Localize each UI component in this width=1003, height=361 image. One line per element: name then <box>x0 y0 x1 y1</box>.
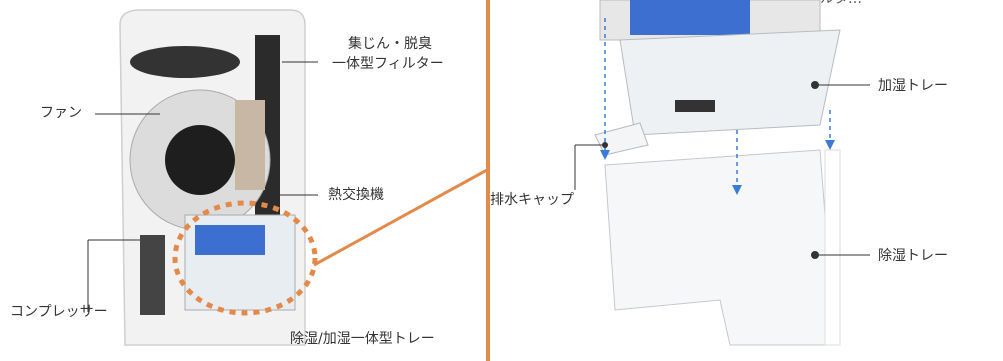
drain-cap-label: 排水キャップ <box>490 192 574 208</box>
filter-label-line1: 集じん・脱臭 <box>348 36 432 52</box>
dehumidify-tray-label: 除湿トレー <box>878 248 948 264</box>
tray-label: 除湿/加湿一体型トレー <box>290 331 435 347</box>
fan-shape <box>165 125 235 195</box>
heat-exchanger-label: 熱交換機 <box>328 187 384 203</box>
compressor-label: コンプレッサー <box>10 304 108 320</box>
filter-panel-shape <box>630 0 750 35</box>
dehumidify-tray-shape <box>604 149 836 346</box>
left-panel: 集じん・脱臭 一体型フィルター ファン 熱交換機 コンプレッサー 除湿/加湿一体… <box>0 0 487 361</box>
panel-divider <box>486 0 490 361</box>
fan-label: ファン <box>40 105 82 121</box>
dehumidifier-cutaway-illustration <box>87 9 487 346</box>
heat-exchanger-shape <box>235 100 265 190</box>
compressor-shape <box>140 235 165 315</box>
filter-label-line2: 一体型フィルター <box>332 56 444 72</box>
tray-callout-line <box>313 168 487 267</box>
drain-cap-shape <box>594 122 649 156</box>
tray-highlight-circle <box>172 200 318 316</box>
humidify-tray-label: 加湿トレー <box>878 78 948 94</box>
partial-top-label: ルタ… <box>820 0 862 8</box>
tray-exploded-illustration <box>574 0 870 346</box>
right-panel: ルタ… 加湿トレー 排水キャップ 除湿トレー <box>490 0 1003 361</box>
